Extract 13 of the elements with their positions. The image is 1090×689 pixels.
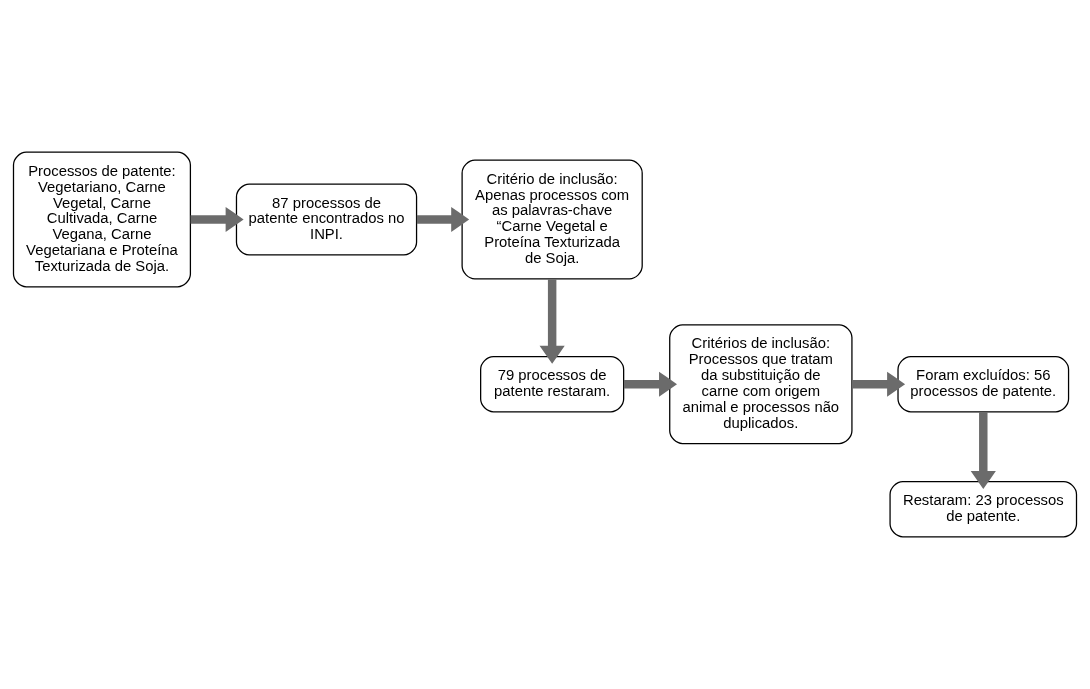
arrow bbox=[539, 279, 565, 364]
node-box: Processos de patente: Vegetariano, Carne Vegetal, Carne Cultivada, Carne Vegana, Carne Vegetariana e Proteína Texturizada de Soja. bbox=[12, 151, 192, 288]
arrow bbox=[623, 371, 677, 397]
arrow bbox=[852, 371, 906, 397]
node-box: Critério de inclusão: Apenas processos com as palavras-chave “Carne Vegetal e Proteína Texturizada de Soja. bbox=[461, 159, 643, 280]
node-box: Foram excluídos: 56 processos de patente. bbox=[897, 356, 1070, 413]
node-box: Critérios de inclusão: Processos que tratam da substituição de carne com origem animal e processos não duplicados. bbox=[669, 324, 853, 445]
arrow bbox=[190, 206, 244, 233]
arrow bbox=[970, 411, 996, 489]
node-box: 87 processos de patente encontrados no INPI. bbox=[235, 183, 418, 256]
node-box: Restaram: 23 processos de patente. bbox=[889, 481, 1078, 538]
node-box: 79 processos de patente restaram. bbox=[480, 356, 625, 413]
arrow bbox=[416, 206, 470, 233]
